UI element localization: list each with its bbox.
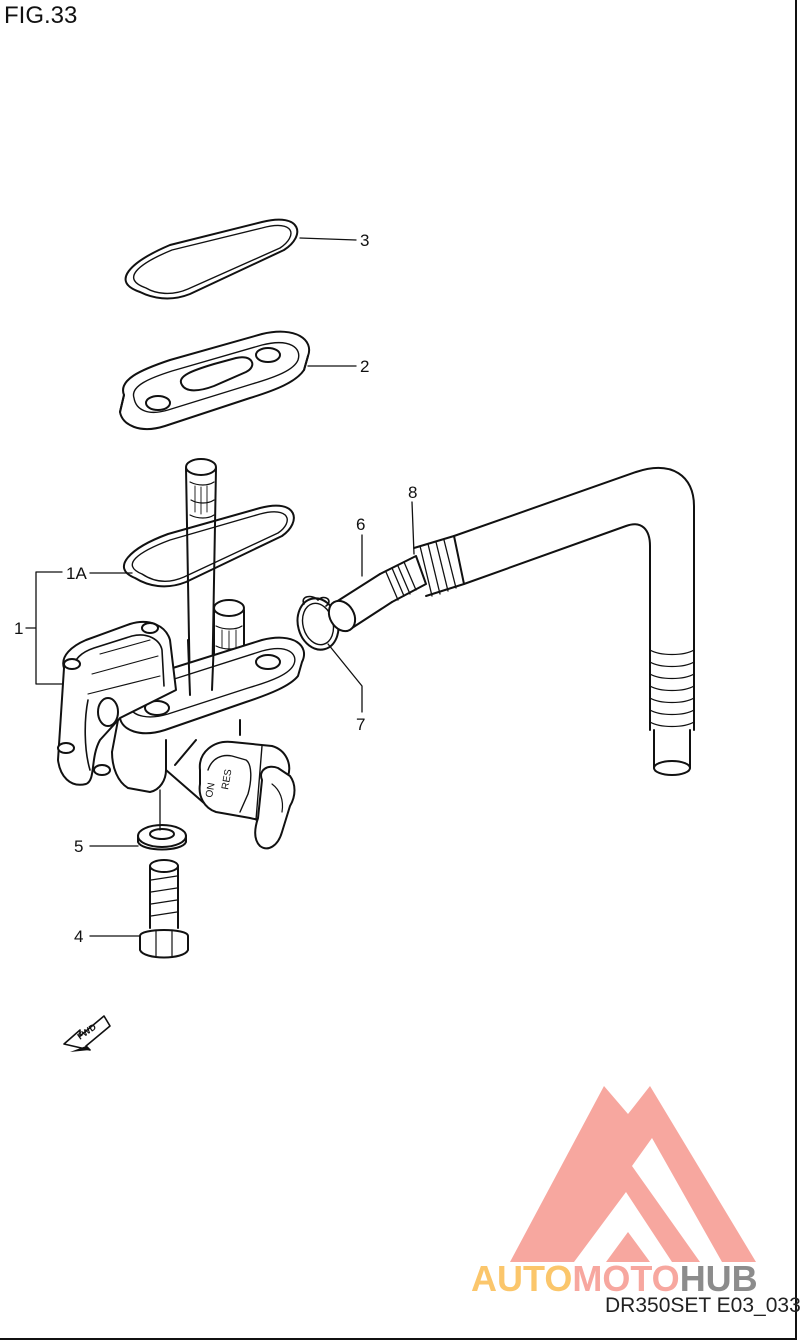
callout-8: 8 — [408, 483, 417, 502]
document-code: DR350SET E03_033 — [605, 1294, 800, 1317]
watermark-brand-text: AUTOMOTOHUB — [471, 1258, 758, 1299]
callout-1: 1 — [14, 619, 23, 638]
on-mark: ON — [204, 782, 217, 799]
callout-5: 5 — [74, 837, 83, 856]
callout-7: 7 — [356, 715, 365, 734]
part-6-joint — [327, 555, 427, 633]
part-3-gasket — [124, 218, 299, 300]
watermark-logo-icon — [510, 1086, 756, 1262]
part-8-hose — [413, 467, 695, 776]
res-mark: RES — [220, 768, 234, 790]
callout-4: 4 — [74, 927, 83, 946]
callout-3: 3 — [360, 231, 369, 250]
callout-numbers: 3 2 1A 1 6 8 7 5 4 — [14, 231, 417, 946]
callout-2: 2 — [360, 357, 369, 376]
part-1a-gasket — [122, 504, 295, 588]
part-1-fuel-cock — [57, 458, 305, 850]
leader-lines — [25, 237, 415, 937]
fwd-arrow-icon: FWD — [63, 1015, 111, 1052]
part-2-plate — [119, 330, 311, 431]
part-5-washer — [137, 824, 187, 851]
cock-position-marks: RES ON — [204, 768, 234, 798]
figure-label: FIG.33 — [4, 2, 78, 29]
callout-6: 6 — [356, 515, 365, 534]
part-4-bolt — [139, 859, 189, 959]
callout-1a: 1A — [66, 564, 87, 583]
